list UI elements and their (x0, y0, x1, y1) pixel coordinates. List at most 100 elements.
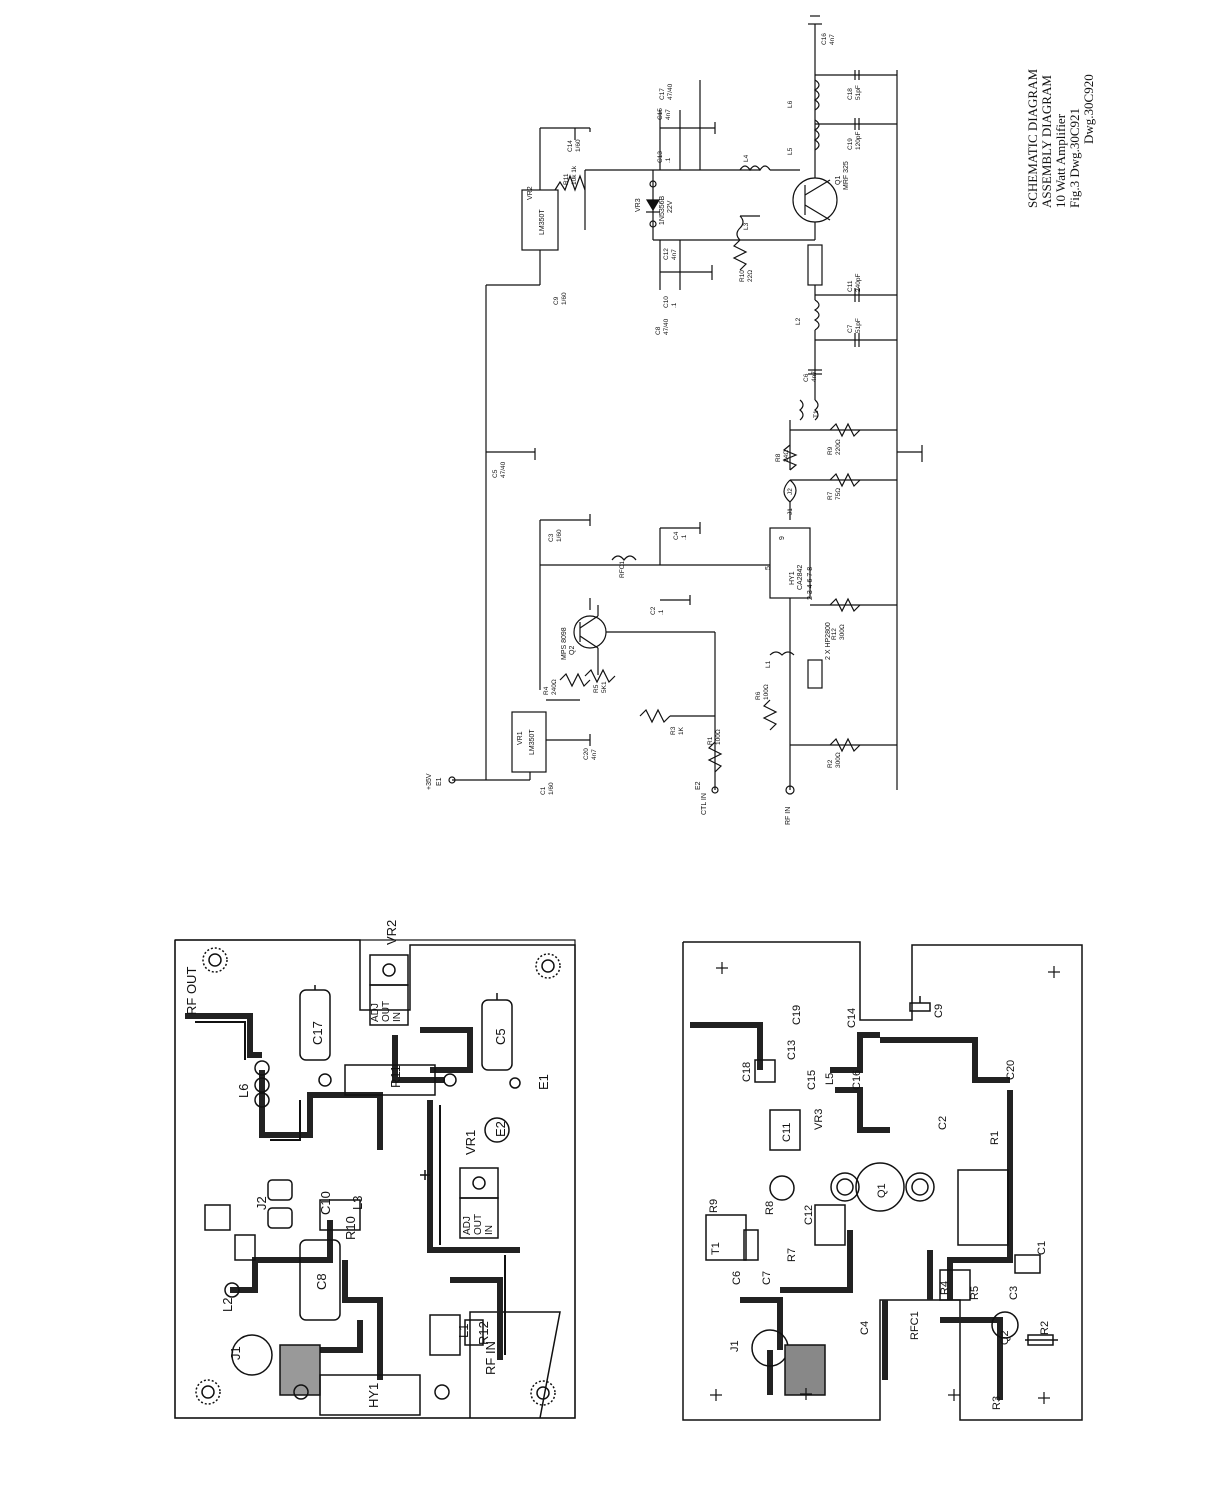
component-ref-c8: C8 (655, 326, 662, 335)
component-value-c16: 4n7 (829, 34, 836, 45)
component-value-c3: 1/60 (556, 529, 563, 542)
vr-pin-label: OUT (381, 1001, 392, 1022)
assy-bottom-label: C11 (781, 1123, 793, 1142)
component-value-r6: 100Ω (763, 684, 770, 700)
component-value-c11: 240pF (855, 274, 862, 292)
component-ref-l6: L6 (787, 100, 794, 108)
component-ref-l4: L4 (743, 154, 750, 162)
assy-top-label: L2 (220, 1298, 235, 1312)
assy-bottom-label: J1 (729, 1340, 741, 1352)
q1-ref: Q1 (835, 176, 842, 185)
assy-bottom-label: R1 (989, 1131, 1001, 1145)
hy1-pin-top: 9 (779, 536, 786, 540)
component-ref-r7: R7 (827, 491, 834, 500)
diodes-label: 2 X HP2800 (825, 622, 832, 660)
component-ref-r3: R3 (670, 726, 677, 735)
component-value-c2: .1 (658, 609, 665, 615)
vr-pin-label: ADJ (462, 1216, 473, 1235)
component-ref-c7: C7 (847, 324, 854, 333)
component-value-r3: 1K (678, 726, 685, 735)
component-value-r7: 75Ω (835, 488, 842, 500)
assy-bottom-label: L5 (824, 1073, 836, 1085)
assy-top-label: J1 (228, 1346, 243, 1360)
component-value-c10: .1 (671, 302, 678, 308)
component-ref-c4: C4 (673, 531, 680, 540)
component-value-r11: 10k 1k (571, 165, 578, 185)
assy-top-label: C10 (318, 1191, 333, 1215)
hy1-pin5: 5 (765, 566, 772, 570)
assy-bottom-label: C13 (786, 1040, 798, 1060)
assy-top-label: RF OUT (184, 967, 199, 1015)
ctl-in-terminal-label: E2 (695, 781, 702, 790)
component-ref-rfc1: RFC1 (619, 561, 626, 578)
component-value-c8: 47/40 (663, 318, 670, 335)
component-ref-r8: R8 (775, 453, 782, 462)
component-value-c14: 1/60 (575, 139, 582, 152)
hy1-pins-bottom: 2 3 4 6 7 8 (807, 567, 814, 600)
assy-bottom-label: R8 (764, 1201, 776, 1215)
component-ref-l2: L2 (795, 317, 802, 325)
assy-bottom-label: Q2 (999, 1330, 1011, 1345)
assy-bottom-label: R3 (991, 1396, 1003, 1410)
assy-bottom-label: R7 (786, 1248, 798, 1262)
component-ref-c14: C14 (567, 140, 574, 152)
component-value-c13: .1 (665, 157, 672, 163)
component-ref-r2: R2 (827, 759, 834, 768)
component-value-c1: 1/60 (548, 782, 555, 795)
assy-bottom-label: VR3 (813, 1109, 825, 1130)
component-ref-r5: R5 (593, 684, 600, 693)
supply-terminal-label: E1 (436, 777, 443, 786)
assy-bottom-label: C14 (846, 1008, 858, 1028)
component-ref-r4: R4 (543, 686, 550, 695)
component-value-c5: 47/40 (500, 461, 507, 478)
q1-part: MRF 325 (843, 161, 850, 190)
component-ref-j1: J1 (787, 508, 794, 515)
q2-ref: Q2 (569, 646, 576, 655)
assy-bottom-label: R2 (1039, 1321, 1051, 1335)
assy-top-label: R11 (388, 1065, 403, 1088)
ctl-in-label: CTL IN (701, 793, 708, 815)
assy-top-label: HY1 (366, 1383, 381, 1408)
component-ref-c5: C5 (492, 469, 499, 478)
assy-bottom-label: C9 (933, 1004, 945, 1018)
component-value-c6: 4n7 (811, 371, 818, 382)
component-ref-l1: L1 (765, 660, 772, 668)
hy1-part: CA2842 (797, 565, 804, 590)
assy-top-label: C5 (493, 1028, 508, 1045)
component-value-c12: 4n7 (671, 249, 678, 260)
assy-top-label: E2 (493, 1121, 508, 1137)
assy-bottom-label: T1 (710, 1242, 722, 1255)
vr-pin-label: IN (392, 1012, 403, 1022)
supply-label: +35V (426, 773, 433, 790)
component-value-r10: 22Ω (747, 270, 754, 282)
vr1-ref: VR1 (517, 731, 524, 745)
assy-top-label: C17 (310, 1021, 325, 1045)
assy-bottom-label: C12 (803, 1205, 815, 1225)
vr2-part: LM350T (539, 209, 546, 235)
assy-top-label: E1 (536, 1074, 551, 1090)
component-value-r2: 300Ω (835, 752, 842, 768)
assy-top-label: L6 (236, 1084, 251, 1098)
assy-bottom-label: C1 (1036, 1241, 1048, 1255)
component-ref-r6: R6 (755, 691, 762, 700)
assy-bottom-label: C19 (791, 1005, 803, 1025)
component-value-c9: 1/60 (561, 292, 568, 305)
schematic-labels: +35V E1 CTL IN E2 RF IN VR1 LM350T VR2 L… (426, 161, 850, 825)
assy-bottom-label: C20 (1005, 1060, 1017, 1080)
assy-bottom-label: R9 (708, 1199, 720, 1213)
vr-pin-label: OUT (473, 1214, 484, 1235)
component-value-r8: 24Ω (783, 450, 790, 462)
component-ref-r11: R11 (563, 173, 570, 185)
component-ref-c2: C2 (650, 606, 657, 615)
component-ref-c10: C10 (663, 296, 670, 308)
component-value-c4: .1 (681, 534, 688, 540)
component-value-c19: 120pF (855, 132, 862, 150)
assy-bottom-label: R4 (939, 1281, 951, 1295)
component-ref-r9: R9 (827, 446, 834, 455)
component-value-c20: 4n7 (591, 749, 598, 760)
component-ref-c13: C13 (657, 151, 664, 163)
assy-top-label: VR2 (384, 920, 399, 945)
